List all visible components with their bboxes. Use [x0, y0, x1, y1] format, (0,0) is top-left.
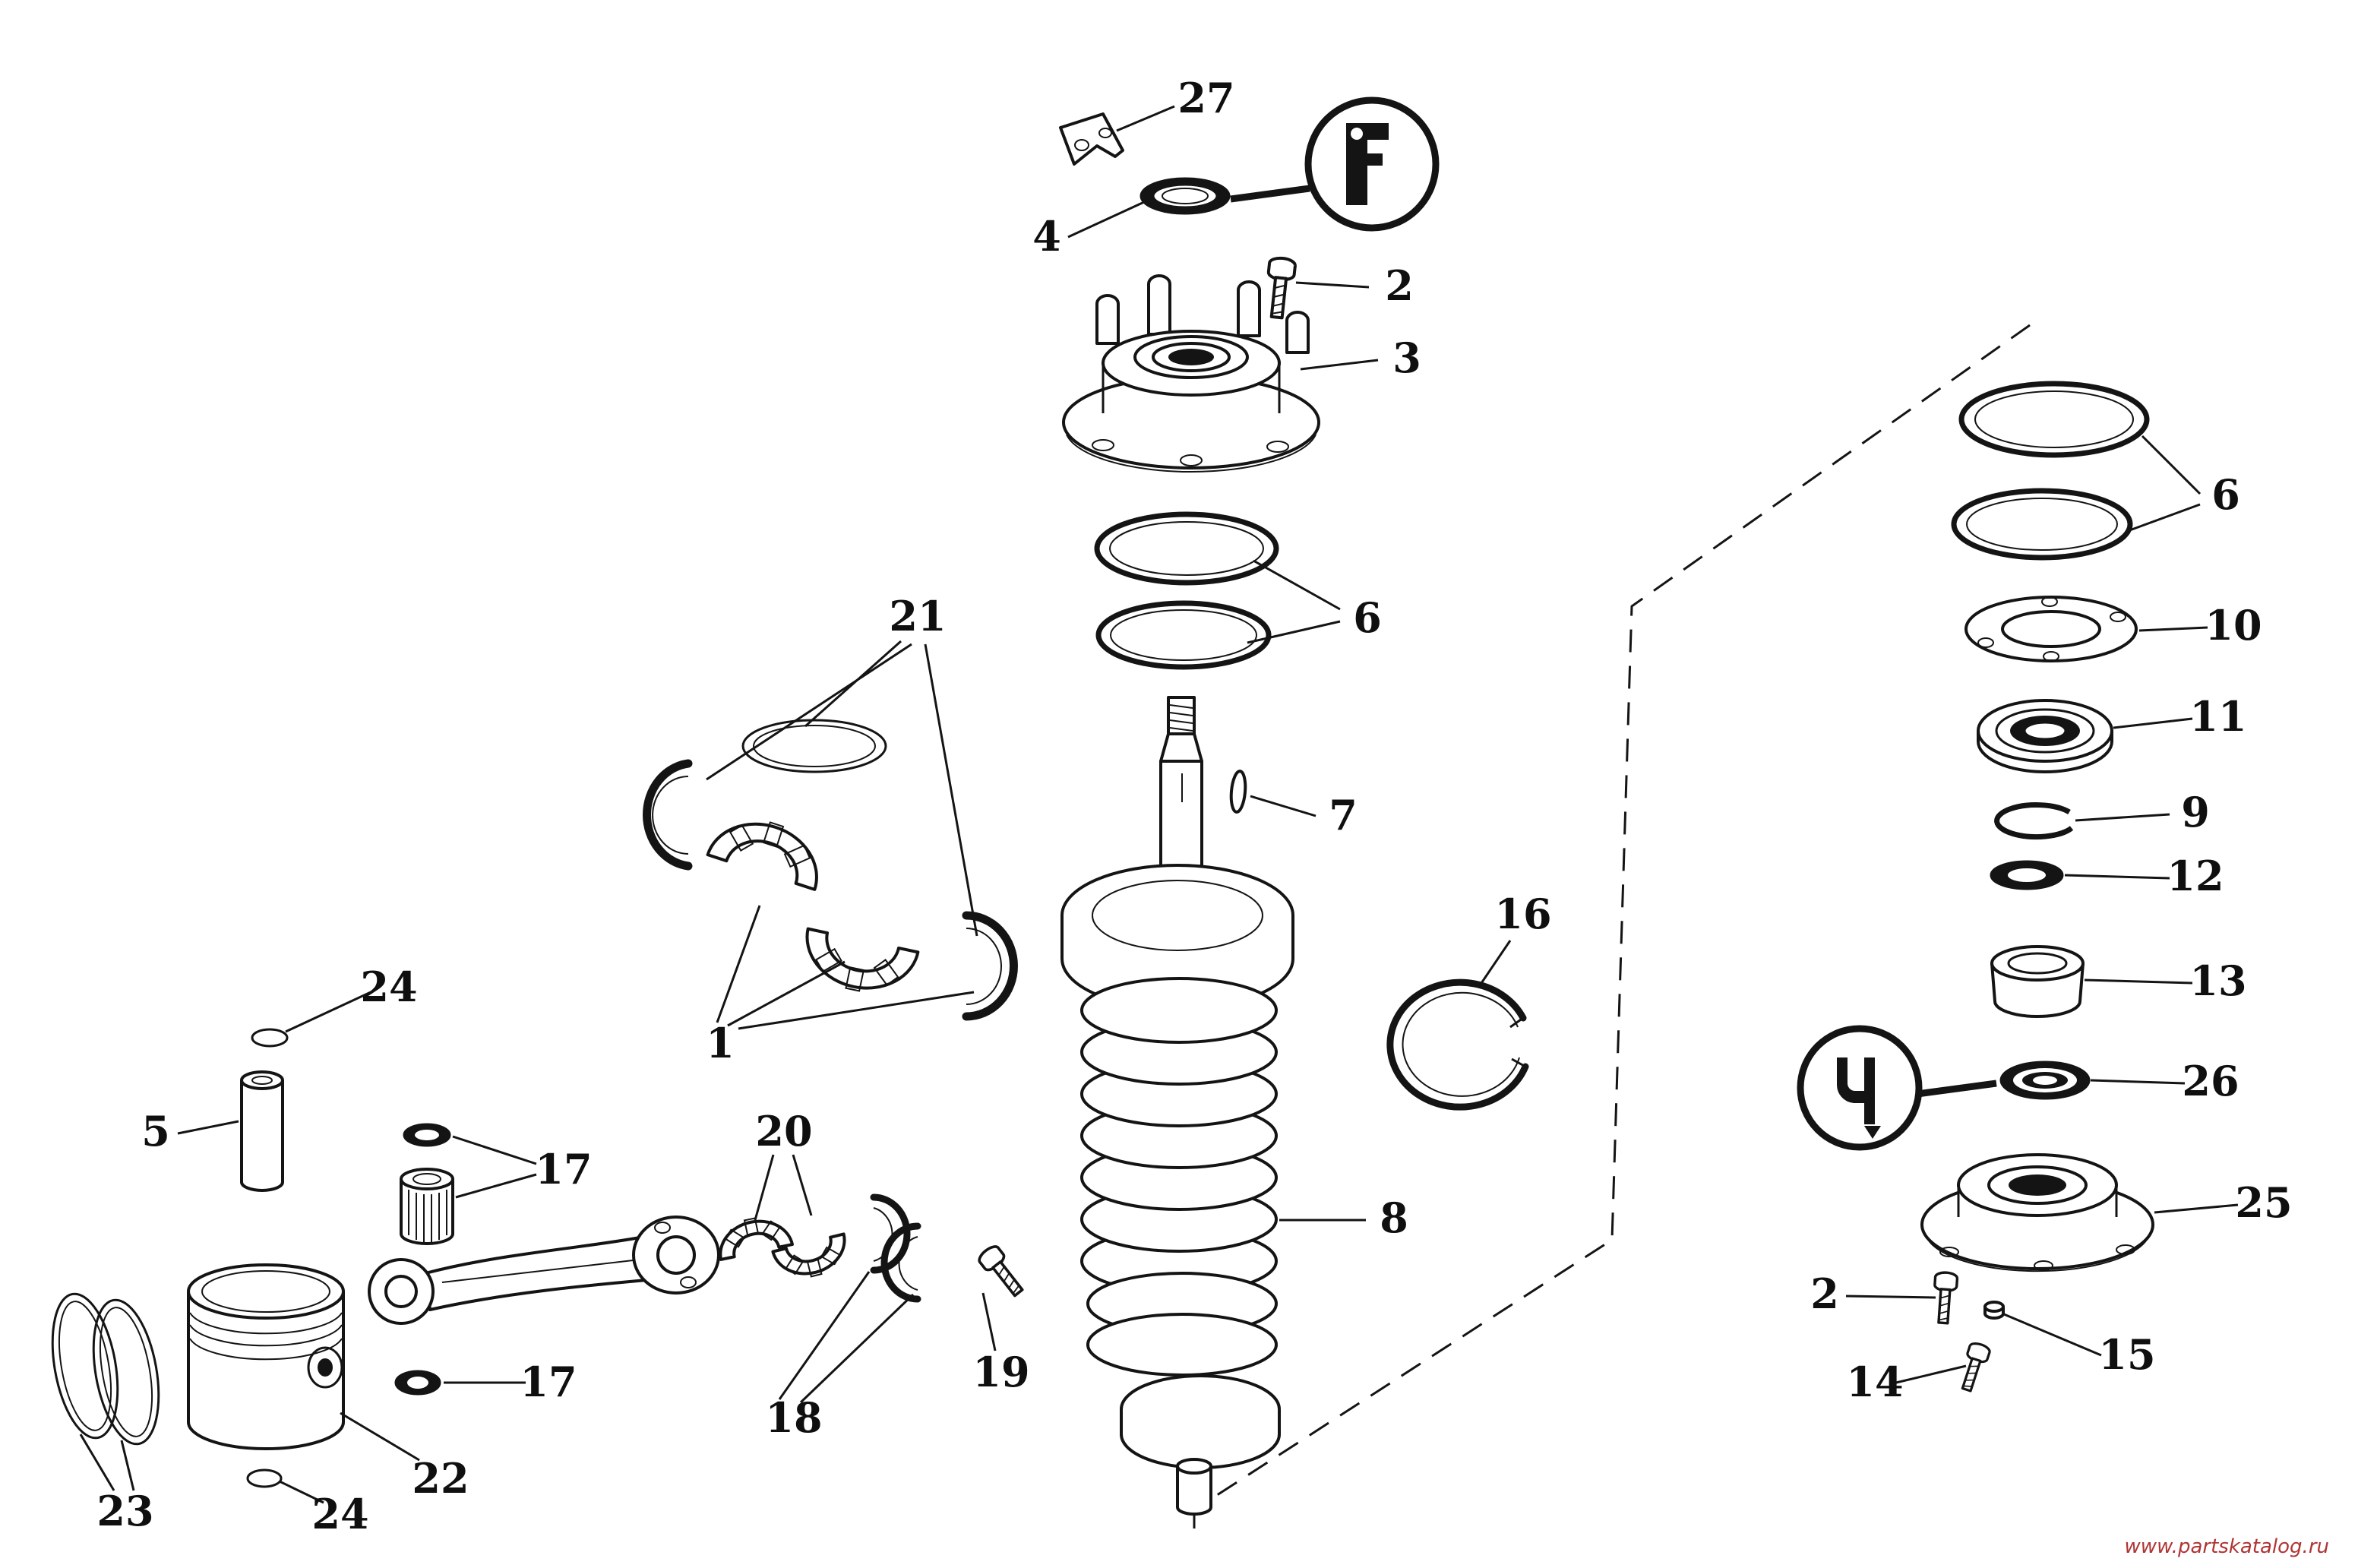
piston-rings-23	[51, 1292, 160, 1446]
seal-plate-10	[1964, 596, 2138, 662]
callout-9: 9	[2181, 788, 2210, 836]
callout-23: 23	[96, 1487, 153, 1535]
section-boundary-dashed-line	[1190, 324, 2031, 1513]
rod-bearing-cages-20	[719, 1217, 846, 1278]
nut-15	[1983, 1301, 2005, 1320]
seal-profile-icon	[1836, 1057, 1881, 1139]
upper-bearing-head-3	[1062, 274, 1320, 473]
callout-8: 8	[1380, 1193, 1408, 1242]
callout-4: 4	[1032, 212, 1061, 261]
crankshaft-8	[1060, 696, 1294, 1528]
thrust-washer-17-bottom	[394, 1370, 441, 1396]
callout-18: 18	[765, 1393, 822, 1442]
callout-20: 20	[755, 1107, 812, 1155]
callout-13: 13	[2189, 956, 2246, 1005]
thrust-washer-17-top	[403, 1123, 451, 1147]
retaining-ring-16	[1386, 978, 1529, 1111]
piston-22	[187, 1263, 345, 1450]
piston-pin-5	[240, 1070, 284, 1192]
seal-26	[1999, 1061, 2091, 1100]
callout-27: 27	[1177, 74, 1234, 122]
callout-11: 11	[2189, 692, 2246, 741]
bushing-13	[1990, 945, 2085, 1018]
retainer-bracket-27	[1059, 112, 1124, 166]
watermark-text: www.partskatalog.ru	[2125, 1535, 2329, 1558]
screw-2-right	[1930, 1270, 1959, 1326]
callout-17-top: 17	[535, 1145, 592, 1193]
callout-25: 25	[2235, 1178, 2292, 1227]
callout-26: 26	[2182, 1057, 2239, 1105]
main-bearing-set-21-1	[643, 719, 1018, 1021]
seal-12	[1990, 860, 2064, 890]
seal-detail-circle-bottom	[1797, 1025, 1997, 1151]
retaining-ring-24-bottom	[246, 1468, 283, 1488]
seal-4	[1139, 177, 1231, 215]
callout-16: 16	[1494, 890, 1551, 938]
callout-17-bottom: 17	[520, 1358, 577, 1406]
woodruff-key-7	[1229, 770, 1247, 814]
o-rings-6-right	[1951, 381, 2150, 561]
seal-detail-circle-top	[1230, 96, 1440, 232]
callout-14: 14	[1846, 1358, 1903, 1406]
callout-22: 22	[412, 1454, 469, 1503]
callout-24-top: 24	[360, 963, 417, 1011]
callout-6-right: 6	[2211, 470, 2240, 519]
leader-lines	[79, 105, 2239, 1504]
washer-ring-9	[1994, 802, 2074, 840]
callout-21: 21	[889, 592, 946, 640]
callout-1: 1	[706, 1019, 735, 1067]
callout-3: 3	[1392, 334, 1421, 382]
callout-10: 10	[2205, 601, 2262, 650]
rod-screw-19	[975, 1242, 1029, 1301]
lower-bearing-head-25	[1920, 1153, 2154, 1272]
callout-labels: 27 4 2 3 6 21 1 7 16 8 24 5 17 20 19 18 …	[96, 74, 2292, 1538]
callout-15: 15	[2098, 1330, 2155, 1379]
callout-6-center: 6	[1353, 593, 1382, 642]
seal-profile-icon	[1346, 123, 1389, 205]
callout-5: 5	[141, 1107, 170, 1155]
needle-cage-17	[400, 1168, 454, 1245]
ball-bearing-11	[1977, 699, 2113, 773]
retaining-ring-24-top	[251, 1028, 289, 1048]
connecting-rod	[368, 1216, 720, 1325]
callout-24-bottom: 24	[311, 1490, 368, 1538]
rod-bearing-liners-18	[870, 1193, 921, 1303]
o-rings-6-center	[1094, 511, 1279, 670]
callout-7: 7	[1329, 791, 1358, 839]
callout-19: 19	[972, 1348, 1029, 1396]
callout-12: 12	[2167, 852, 2224, 900]
callout-2-right: 2	[1810, 1269, 1839, 1318]
callout-2-top: 2	[1385, 261, 1414, 310]
screw-2-top	[1262, 255, 1298, 321]
